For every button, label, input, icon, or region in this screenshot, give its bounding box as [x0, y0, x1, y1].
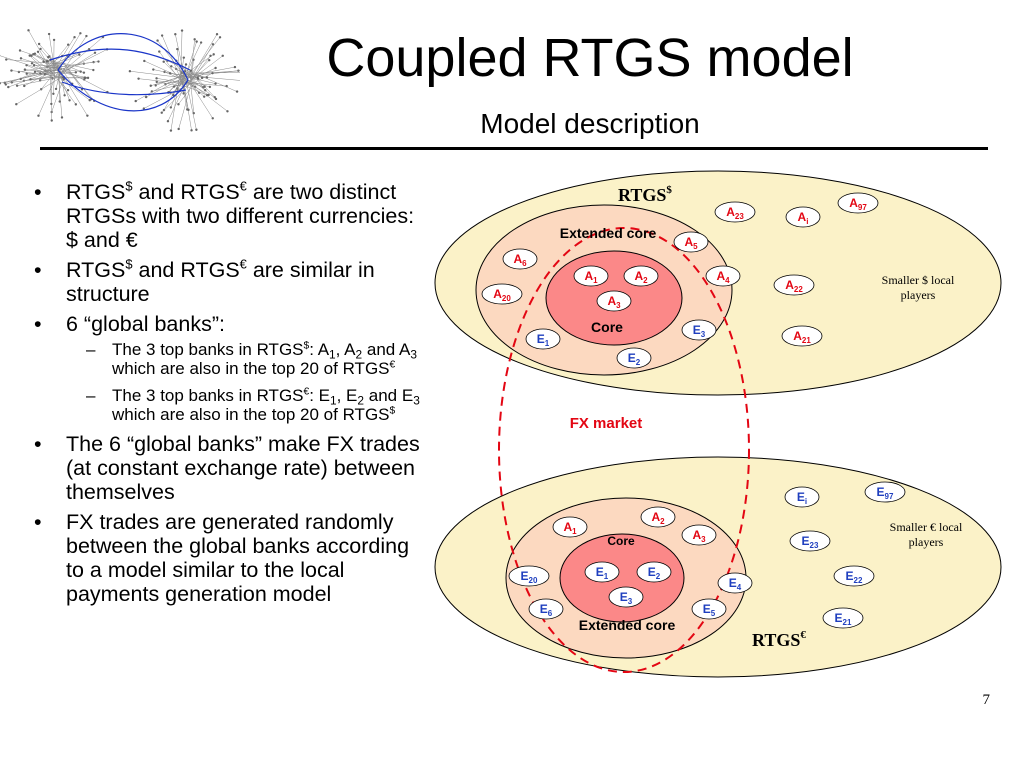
- svg-text:E3: E3: [693, 323, 706, 339]
- eur-node-ei: Ei: [784, 486, 820, 508]
- svg-text:E5: E5: [703, 602, 716, 618]
- network-graph-logo: [0, 29, 240, 132]
- svg-text:A22: A22: [785, 278, 803, 294]
- usd-node-a22: A22: [773, 274, 815, 296]
- usd-node-a3: A3: [596, 290, 632, 312]
- bullet-marker: •: [34, 312, 42, 336]
- svg-text:E6: E6: [540, 602, 553, 618]
- bullet-marker: •: [34, 180, 42, 204]
- fx-market-label: FX market: [570, 415, 643, 432]
- bullet-marker: •: [34, 510, 42, 534]
- rtgs-usd-label: RTGS$: [618, 184, 672, 205]
- eur-extended-core-label: Extended core: [579, 617, 676, 633]
- usd-node-a4: A4: [705, 265, 741, 287]
- usd-extended-core-label: Extended core: [560, 225, 657, 241]
- title-divider: [40, 147, 988, 150]
- usd-node-a97: A97: [837, 192, 879, 214]
- page-subtitle: Model description: [480, 108, 700, 139]
- svg-text:E22: E22: [846, 569, 863, 585]
- usd-node-a23: A23: [714, 201, 756, 223]
- usd-node-e1: E1: [525, 328, 561, 350]
- bullet-list: • RTGS$ and RTGS€ are two distinct RTGSs…: [30, 180, 430, 612]
- eur-node-e1: E1: [584, 561, 620, 583]
- usd-node-a20: A20: [481, 283, 523, 305]
- fx-market-ellipse: [498, 227, 750, 673]
- svg-text:A2: A2: [634, 269, 648, 285]
- bullet-marker: •: [34, 258, 42, 282]
- svg-text:E23: E23: [802, 534, 819, 550]
- svg-text:E21: E21: [835, 611, 852, 627]
- svg-text:A1: A1: [584, 269, 598, 285]
- eur-node-a2: A2: [640, 506, 676, 528]
- svg-text:A3: A3: [692, 528, 706, 544]
- page-number: 7: [982, 692, 991, 708]
- eur-node-e3: E3: [608, 586, 644, 608]
- eur-node-a3: A3: [681, 524, 717, 546]
- svg-text:A4: A4: [716, 269, 730, 285]
- svg-text:A2: A2: [651, 510, 665, 526]
- svg-text:A20: A20: [493, 287, 511, 303]
- svg-text:E1: E1: [537, 332, 550, 348]
- usd-node-a6: A6: [502, 248, 538, 270]
- bullet-item: • FX trades are generated randomly betwe…: [34, 510, 410, 606]
- usd-node-a21: A21: [781, 325, 823, 347]
- svg-text:E2: E2: [648, 565, 661, 581]
- eur-node-e23: E23: [789, 530, 831, 552]
- svg-text:E2: E2: [628, 351, 641, 367]
- sub-bullet-item: – The 3 top banks in RTGS$: A1, A2 and A…: [86, 340, 417, 378]
- bullet-marker: •: [34, 432, 42, 456]
- eur-node-e4: E4: [717, 572, 753, 594]
- svg-text:A6: A6: [513, 252, 527, 268]
- usd-node-e2: E2: [616, 347, 652, 369]
- eur-node-e97: E97: [864, 481, 906, 503]
- eur-node-e20: E20: [508, 565, 550, 587]
- eur-node-e6: E6: [528, 598, 564, 620]
- svg-text:E97: E97: [877, 485, 894, 501]
- sub-bullet-item: – The 3 top banks in RTGS€: E1, E2 and E…: [86, 386, 420, 424]
- eur-node-a1: A1: [552, 516, 588, 538]
- bullet-item: • RTGS$ and RTGS€ are two distinct RTGSs…: [34, 178, 415, 252]
- usd-node-e3: E3: [681, 319, 717, 341]
- usd-core-label: Core: [591, 319, 623, 335]
- bullet-item: • 6 “global banks”:: [34, 312, 225, 336]
- svg-text:A5: A5: [684, 235, 698, 251]
- bullet-item: • The 6 “global banks” make FX trades (a…: [34, 432, 420, 504]
- svg-text:E1: E1: [596, 565, 609, 581]
- eur-node-e2: E2: [636, 561, 672, 583]
- svg-text:Ei: Ei: [797, 490, 807, 506]
- eur-core-label: Core: [607, 534, 635, 548]
- eur-core-ellipse: [559, 533, 685, 623]
- sub-bullet-marker: –: [86, 340, 96, 359]
- eur-node-e5: E5: [691, 598, 727, 620]
- svg-text:E3: E3: [620, 590, 633, 606]
- sub-bullet-marker: –: [86, 386, 96, 405]
- svg-text:A3: A3: [607, 294, 621, 310]
- eur-node-e21: E21: [822, 607, 864, 629]
- svg-text:A23: A23: [726, 205, 744, 221]
- svg-text:Ai: Ai: [798, 210, 809, 226]
- svg-text:E4: E4: [729, 576, 742, 592]
- usd-node-a2: A2: [623, 265, 659, 287]
- rtgs-eur-label: RTGS€: [752, 629, 806, 650]
- eur-node-e22: E22: [833, 565, 875, 587]
- svg-text:E20: E20: [521, 569, 538, 585]
- svg-text:A97: A97: [849, 196, 867, 212]
- svg-text:A1: A1: [563, 520, 577, 536]
- usd-node-a5: A5: [673, 231, 709, 253]
- usd-node-a1: A1: [573, 265, 609, 287]
- bullet-item: • RTGS$ and RTGS€ are similar in structu…: [34, 256, 375, 306]
- usd-node-ai: Ai: [785, 206, 821, 228]
- svg-text:A21: A21: [793, 329, 811, 345]
- page-title: Coupled RTGS model: [326, 28, 854, 88]
